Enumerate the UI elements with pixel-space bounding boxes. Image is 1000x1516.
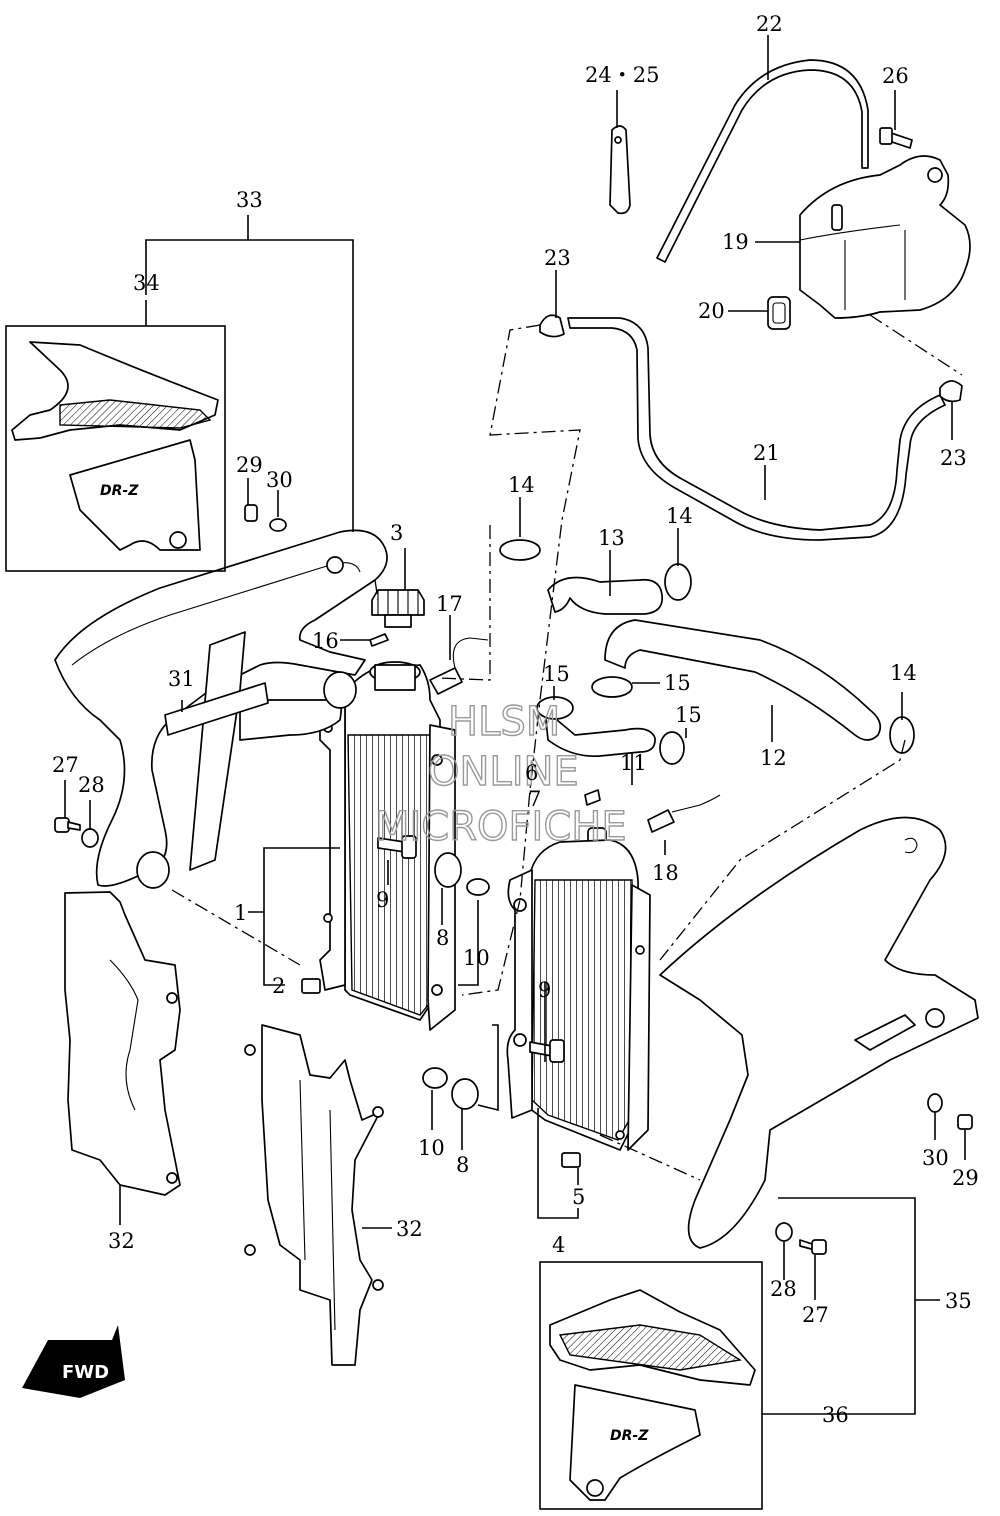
overflow-hose bbox=[656, 59, 869, 263]
callout-26: 26 bbox=[882, 64, 909, 88]
callout-10-top: 10 bbox=[463, 946, 490, 970]
callout-9-right: 9 bbox=[538, 978, 551, 1002]
callout-35: 35 bbox=[945, 1289, 972, 1313]
decal-set-34: DR-Z bbox=[11, 341, 219, 551]
callouts: 22 24・25 26 19 20 23 23 21 14 14 14 13 3… bbox=[52, 12, 979, 1427]
callout-8-bottom: 8 bbox=[456, 1153, 469, 1177]
callout-3: 3 bbox=[390, 521, 403, 545]
callout-32-left: 32 bbox=[108, 1229, 135, 1253]
bolts-washers-small bbox=[54, 504, 973, 1255]
sponge-31 bbox=[164, 682, 269, 736]
bolts-grommets bbox=[377, 835, 565, 1110]
callout-36: 36 bbox=[822, 1403, 849, 1427]
callout-11: 11 bbox=[620, 751, 647, 775]
hose-clamp-15 bbox=[536, 676, 685, 765]
connection-lines bbox=[171, 314, 963, 1181]
callout-2: 2 bbox=[272, 974, 285, 998]
watermark-line1: HLSM bbox=[448, 699, 560, 745]
callout-13: 13 bbox=[598, 526, 625, 550]
callout-32-right: 32 bbox=[396, 1217, 423, 1241]
callout-18: 18 bbox=[652, 861, 679, 885]
callout-8-top: 8 bbox=[436, 926, 449, 950]
decal-logo-34: DR-Z bbox=[100, 483, 139, 499]
decal-logo-36: DR-Z bbox=[610, 1428, 649, 1444]
thermo-switch-17 bbox=[429, 637, 489, 695]
callout-17: 17 bbox=[436, 592, 463, 616]
callout-15-b: 15 bbox=[664, 671, 691, 695]
hose-11 bbox=[544, 709, 656, 758]
decal-set-box-36 bbox=[539, 1261, 763, 1510]
screws bbox=[369, 633, 607, 851]
callout-29-right: 29 bbox=[952, 1166, 979, 1190]
radiator-guard-left bbox=[64, 891, 181, 1196]
callout-27-right: 27 bbox=[802, 1303, 829, 1327]
callout-19: 19 bbox=[722, 230, 749, 254]
right-radiator bbox=[506, 839, 651, 1151]
reservoir-cap bbox=[767, 296, 791, 330]
callout-12: 12 bbox=[760, 746, 787, 770]
callout-6: 6 bbox=[525, 761, 538, 785]
reservoir-tank bbox=[799, 155, 971, 319]
callout-15-c: 15 bbox=[675, 703, 702, 727]
temp-sensor-18 bbox=[647, 794, 721, 833]
callout-15-a: 15 bbox=[543, 662, 570, 686]
callout-34: 34 bbox=[133, 271, 160, 295]
callout-29-left: 29 bbox=[236, 453, 263, 477]
callout-14-c: 14 bbox=[890, 661, 917, 685]
callout-30-left: 30 bbox=[266, 468, 293, 492]
watermark-line2: ONLINE bbox=[428, 749, 579, 795]
hose-clip-23 bbox=[539, 314, 963, 403]
callout-10-bottom: 10 bbox=[418, 1136, 445, 1160]
callout-14-a: 14 bbox=[508, 473, 535, 497]
callout-22: 22 bbox=[756, 12, 783, 36]
callout-28-left: 28 bbox=[78, 773, 105, 797]
decal-set-box-34 bbox=[5, 325, 226, 572]
forward-arrow-icon: FWD bbox=[22, 1325, 125, 1398]
callout-33: 33 bbox=[236, 188, 263, 212]
callout-20: 20 bbox=[698, 299, 725, 323]
right-shroud bbox=[659, 816, 979, 1249]
callout-24-25: 24・25 bbox=[585, 63, 659, 87]
callout-23-top: 23 bbox=[544, 246, 571, 270]
lower-hose-12 bbox=[604, 619, 882, 741]
rubber-strap bbox=[609, 125, 631, 215]
fwd-label: FWD bbox=[62, 1362, 109, 1383]
radiator-cap bbox=[371, 589, 425, 628]
left-shroud bbox=[54, 529, 388, 887]
callout-30-right: 30 bbox=[922, 1146, 949, 1170]
callout-31: 31 bbox=[168, 667, 195, 691]
decal-set-36: DR-Z bbox=[549, 1289, 756, 1501]
callout-14-b: 14 bbox=[666, 504, 693, 528]
callout-1: 1 bbox=[234, 901, 247, 925]
callout-21: 21 bbox=[753, 441, 780, 465]
watermark: HLSM ONLINE MICROFICHE bbox=[374, 698, 627, 850]
callout-9-left: 9 bbox=[376, 888, 389, 912]
callout-4: 4 bbox=[552, 1233, 565, 1257]
clips bbox=[301, 978, 581, 1168]
callout-16: 16 bbox=[312, 629, 339, 653]
upper-hose-13 bbox=[547, 576, 664, 615]
callout-23-right: 23 bbox=[940, 446, 967, 470]
bolt-26 bbox=[879, 127, 913, 149]
callout-28-right: 28 bbox=[770, 1277, 797, 1301]
callout-27-left: 27 bbox=[52, 753, 79, 777]
breather-hose bbox=[567, 317, 946, 541]
callout-5: 5 bbox=[572, 1185, 585, 1209]
watermark-line3: MICROFICHE bbox=[375, 804, 627, 850]
leader-lines bbox=[64, 35, 966, 1415]
callout-7: 7 bbox=[528, 787, 541, 811]
radiator-guard-right bbox=[261, 1024, 381, 1366]
